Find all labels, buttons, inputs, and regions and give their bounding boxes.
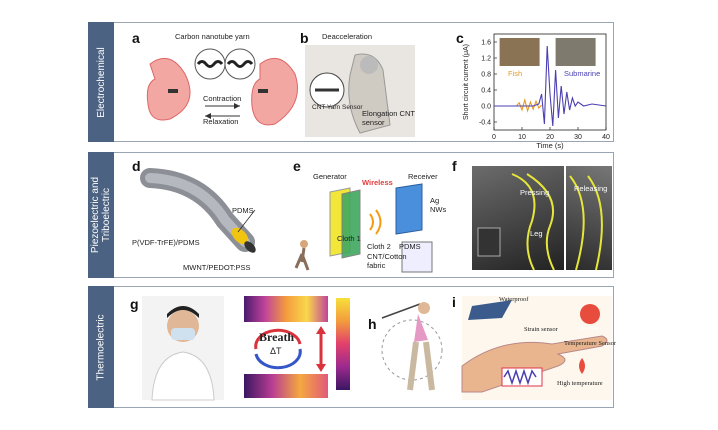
panel-b-sensor-small-label: CNT Yarn Sensor (312, 104, 363, 111)
delta-t-label: ΔT (270, 346, 282, 356)
thermal-image-bottom (244, 374, 328, 398)
panel-a-title: Carbon nanotube yarn (175, 32, 250, 41)
panel-i-waterproof: Waterproof (499, 296, 529, 303)
panel-i-high: High temperature (557, 380, 603, 387)
panel-e-generator: Generator (313, 172, 347, 181)
panel-e-wireless: Wireless (362, 178, 393, 187)
panel-b-sensor-label-text: Elongation CNT sensor (362, 109, 415, 127)
color-scale-bar (336, 298, 350, 390)
panel-e-receiver: Receiver (408, 172, 438, 181)
panel-e-cnt2: fabric (367, 261, 386, 270)
y-tick-label: 1.6 (481, 40, 491, 47)
panel-label-h: h (368, 316, 377, 332)
panel-e-pdms: PDMS (399, 242, 421, 251)
category-thermoelectric-tab: Thermoelectric (88, 286, 114, 408)
legend-submarine: Submarine (564, 69, 600, 78)
golfer-illustration (381, 302, 443, 391)
panel-a-relaxation: Relaxation (203, 117, 239, 126)
leg-outline (477, 173, 555, 271)
y-axis-label: Short circuit current (μA) (463, 44, 470, 120)
panel-e-ag: Ag (430, 196, 440, 205)
panel-e-cloth1: Cloth 1 (337, 234, 361, 243)
panel-f-pressing: Pressing (520, 188, 550, 197)
textile-generator-illustration (294, 183, 433, 273)
x-tick-label: 0 (492, 134, 496, 141)
y-tick-label: 0.8 (481, 72, 491, 79)
x-tick-label: 40 (602, 134, 610, 141)
category-label: Electrochemical (95, 46, 107, 118)
car-seat-illustration (305, 45, 415, 137)
x-tick-label: 30 (574, 134, 582, 141)
breath-label: Breath (259, 330, 295, 344)
panel-d-pdms: PDMS (232, 206, 254, 215)
breath-cycle-diagram (254, 328, 302, 370)
category-line2: Triboelectric (101, 187, 112, 243)
panel-i-warning: Warning (580, 326, 599, 332)
panel-label-d: d (132, 158, 141, 174)
hand-sensor-illustration (461, 296, 612, 400)
panel-f-leg: Leg (530, 229, 543, 238)
panel-label-f: f (452, 158, 457, 174)
panel-label-a: a (132, 30, 140, 46)
thermal-image-top (244, 296, 328, 322)
fiber-illustration (140, 168, 256, 253)
x-tick-label: 10 (518, 134, 526, 141)
leg-outline-released (569, 175, 603, 271)
panel-label-e: e (293, 158, 301, 174)
panel-label-b: b (300, 30, 309, 46)
y-tick-label: 0.0 (481, 104, 491, 111)
fish-inset-photo (499, 38, 540, 66)
panel-f-releasing: Releasing (574, 184, 608, 193)
panel-label-g: g (130, 296, 139, 312)
masked-person-photo (142, 296, 224, 401)
category-line1: Piezoelectric and (90, 176, 101, 254)
category-label: Piezoelectric and Triboelectric (90, 177, 112, 253)
panel-e-cloth2: Cloth 2 (367, 242, 391, 251)
panel-e-nws: NWs (430, 205, 447, 214)
category-piezo-tribo-tab: Piezoelectric and Triboelectric (88, 152, 114, 278)
hand-drawing (461, 300, 608, 393)
series-line-submarine (494, 45, 607, 127)
panel-a-contraction: Contraction (203, 94, 242, 103)
knee-photo-pressing (472, 166, 564, 271)
panel-b-sensor-label: Elongation CNT sensor (362, 109, 422, 127)
x-tick-label: 20 (546, 134, 554, 141)
x-axis-label: Time (s) (536, 141, 564, 150)
category-label: Thermoelectric (95, 313, 107, 381)
temperature-arrow-icon (316, 326, 326, 372)
submarine-inset-photo (555, 38, 596, 66)
panel-label-c: c (456, 30, 464, 46)
person-illustration (151, 306, 215, 401)
stomach-illustration (146, 48, 298, 126)
panel-d-mwnt: MWNT/PEDOT:PSS (183, 263, 251, 272)
y-tick-label: 1.2 (481, 56, 491, 63)
legend-fish: Fish (508, 69, 522, 78)
panel-d-pvdf: P(VDF-TrFE)/PDMS (132, 238, 200, 247)
panel-e-cnt1: CNT/Cotton (367, 252, 407, 261)
knee-photo-releasing (566, 166, 612, 271)
panel-b-title: Deacceleration (322, 32, 373, 41)
panel-label-i: i (452, 294, 456, 310)
panel-i-temp: Temperature Sensor (564, 340, 617, 347)
y-tick-label: -0.4 (479, 120, 491, 127)
y-tick-label: 0.4 (481, 88, 491, 95)
series-line-fish (515, 97, 542, 113)
category-electrochemical-tab: Electrochemical (88, 22, 114, 142)
panel-i-strain: Strain sensor (524, 326, 558, 333)
